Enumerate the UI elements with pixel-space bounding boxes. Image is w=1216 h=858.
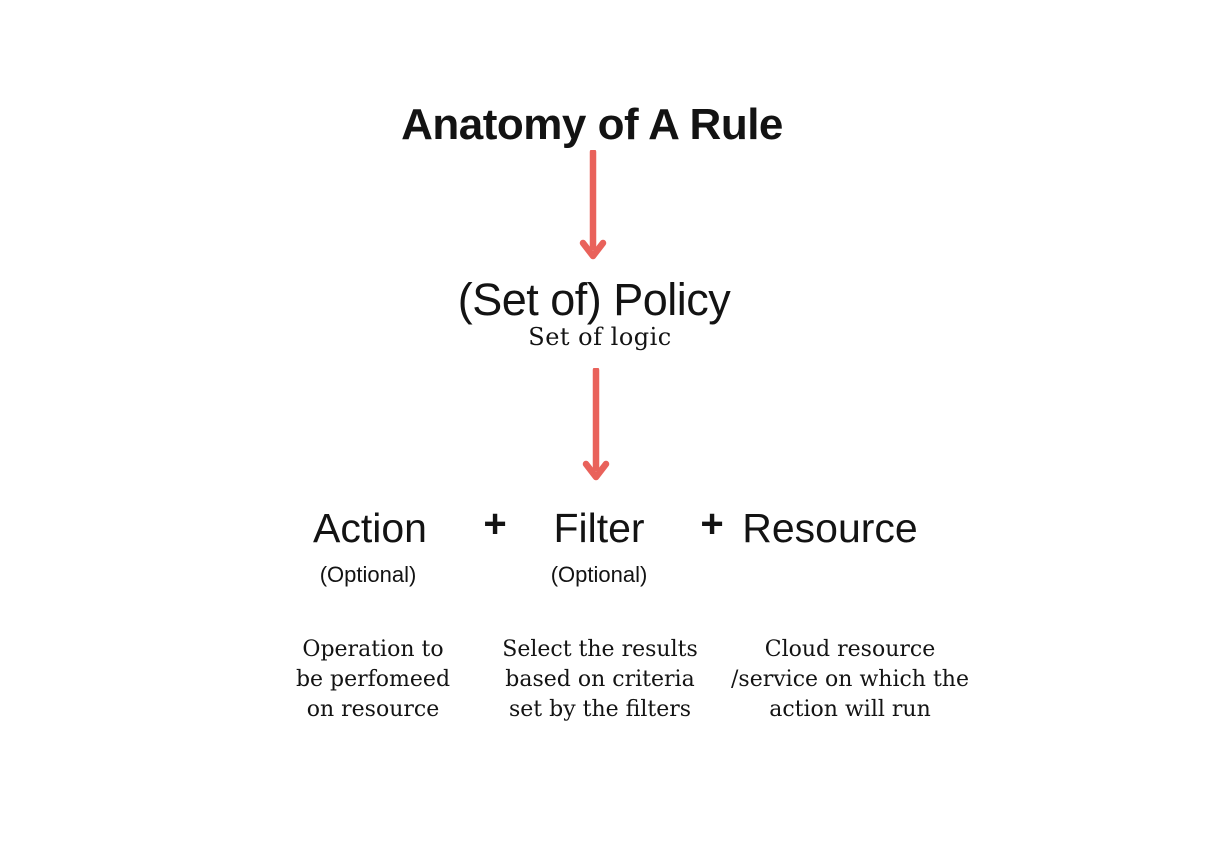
filter-description: Select the results based on criteria set… (502, 637, 698, 722)
policy-label: (Set of) Policy (457, 274, 731, 325)
action-description: Operation to be perfomeed on resource (295, 637, 451, 722)
arrow-down-icon (582, 368, 610, 481)
resource-label: Resource (742, 505, 918, 551)
action-optional-note: (Optional) (319, 562, 417, 587)
filter-label: Filter (553, 505, 645, 551)
policy-sublabel: Set of logic (528, 323, 672, 351)
plus-operator: + (700, 502, 724, 546)
resource-description: Cloud resource /service on which the act… (731, 637, 969, 722)
action-label: Action (313, 505, 427, 551)
diagram-title: Anatomy of A Rule (401, 100, 783, 149)
plus-operator: + (483, 502, 507, 546)
filter-optional-note: (Optional) (550, 562, 648, 587)
arrow-down-icon (579, 150, 607, 260)
